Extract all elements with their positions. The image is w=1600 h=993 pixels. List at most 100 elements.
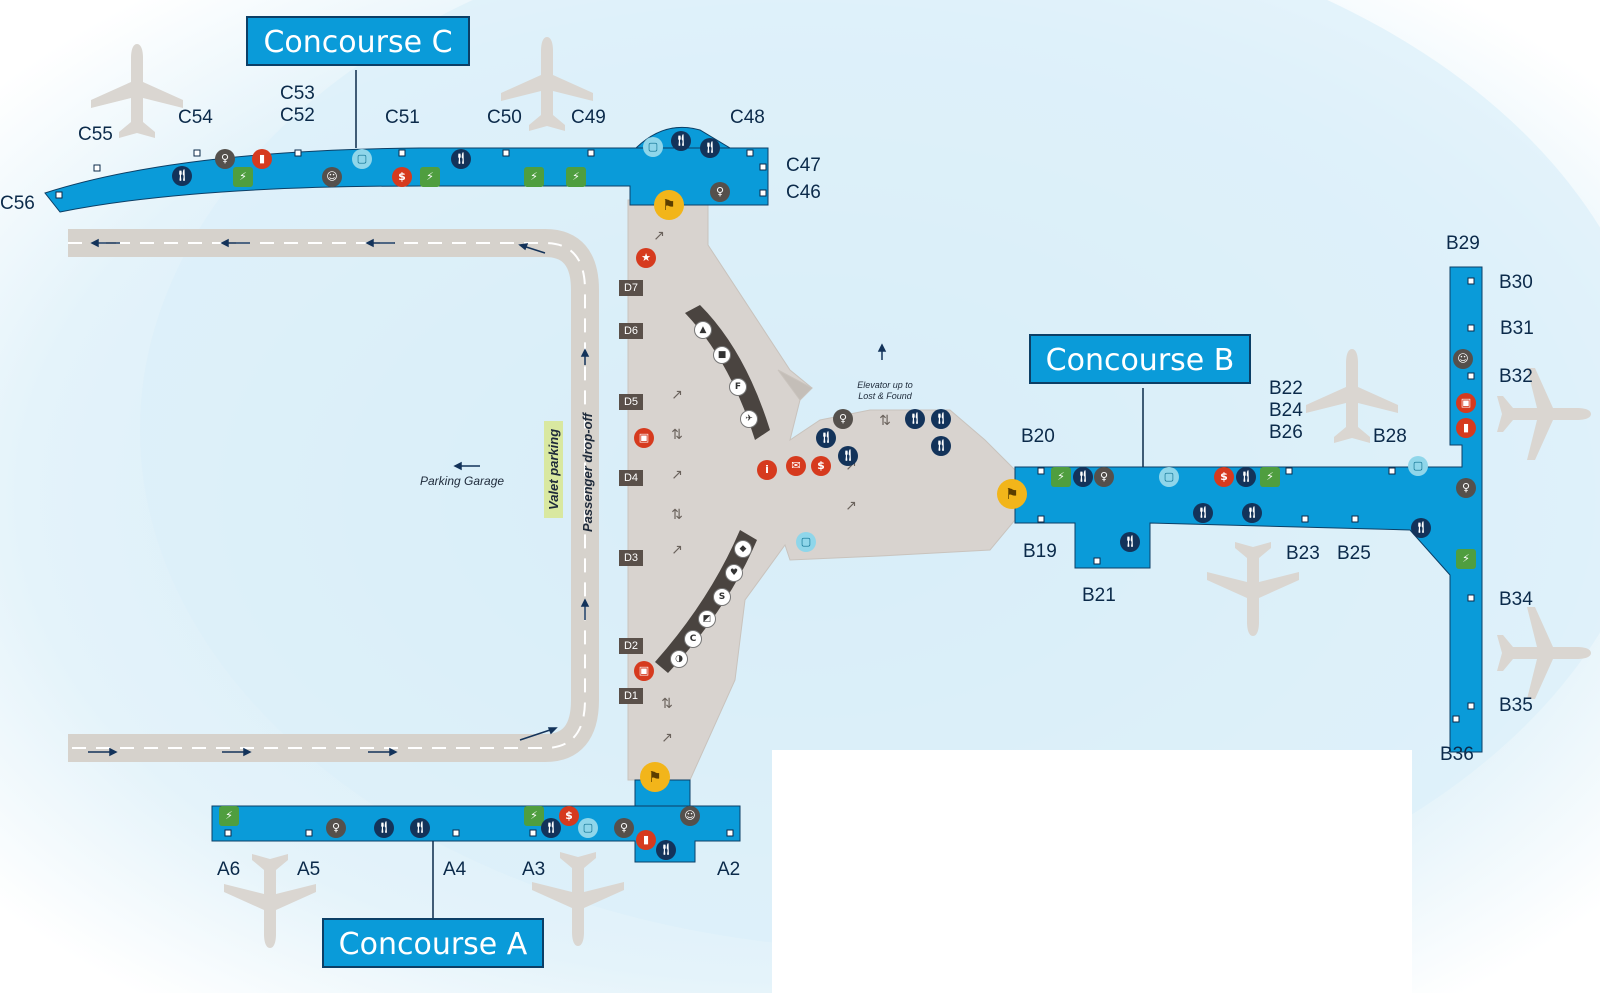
gate-a2-label[interactable]: A2: [717, 859, 741, 880]
gate-c49-label[interactable]: C49: [571, 107, 606, 128]
gate-b25-label[interactable]: B25: [1337, 543, 1371, 564]
escalator-icon: ↗: [653, 228, 665, 244]
dining-icon: 🍴︎: [671, 131, 691, 151]
charging-station-icon: ⚡: [524, 167, 544, 187]
dining-icon: 🍴︎: [374, 818, 394, 838]
door-d7-label: D7: [619, 280, 643, 296]
concourse-b-title[interactable]: Concourse B: [1029, 334, 1251, 384]
blank-area: [772, 750, 1412, 993]
gate-b26-label[interactable]: B26: [1269, 422, 1303, 443]
gate-c55-label[interactable]: C55: [78, 124, 113, 145]
gate-c53-c52-label[interactable]: C53 C52: [280, 83, 315, 127]
gate-b23-label[interactable]: B23: [1286, 543, 1320, 564]
restroom-icon: ♀: [833, 409, 853, 429]
retail-bag-icon: ▢: [578, 818, 598, 838]
charging-station-icon: ⚡: [420, 167, 440, 187]
gate-b21-label[interactable]: B21: [1082, 585, 1116, 606]
gate-c51-label[interactable]: C51: [385, 107, 420, 128]
door-d6-label: D6: [619, 323, 643, 339]
gate-c54-label[interactable]: C54: [178, 107, 213, 128]
ground-transport-icon: ▣: [1456, 393, 1476, 413]
mail-icon: ✉: [786, 456, 806, 476]
airline-logo-icon: ■: [713, 346, 731, 364]
gate-b36-label[interactable]: B36: [1440, 744, 1474, 765]
concourse-c-title[interactable]: Concourse C: [246, 16, 470, 66]
title-connectors: [355, 70, 1144, 918]
retail-bag-icon: ▢: [643, 137, 663, 157]
gate-c48-label[interactable]: C48: [730, 107, 765, 128]
gate-b31-label[interactable]: B31: [1500, 318, 1534, 339]
parking-garage-label: Parking Garage: [420, 474, 505, 488]
airline-counter-upper: [685, 305, 770, 440]
airline-logo-icon: F: [729, 378, 747, 396]
gate-b24-label[interactable]: B24: [1269, 400, 1303, 421]
elevator-lost-found-label: Elevator up to Lost & Found: [857, 380, 913, 401]
elevator-icon: ⇅: [661, 696, 673, 712]
gate-b22-label[interactable]: B22: [1269, 378, 1303, 399]
gate-b30-label[interactable]: B30: [1499, 272, 1533, 293]
gate-c52-label[interactable]: C52: [280, 105, 315, 126]
escalator-icon: ↗: [671, 387, 683, 403]
escalator-icon: ↗: [671, 542, 683, 558]
gate-b28-label[interactable]: B28: [1373, 426, 1407, 447]
gate-b35-label[interactable]: B35: [1499, 695, 1533, 716]
star-icon: ★: [636, 248, 656, 268]
dining-icon: 🍴︎: [451, 149, 471, 169]
retail-bag-icon: ▢: [796, 532, 816, 552]
gate-b34-label[interactable]: B34: [1499, 589, 1533, 610]
security-checkpoint-icon: ⚑: [997, 479, 1027, 509]
dining-icon: 🍴︎: [838, 446, 858, 466]
currency-exchange-icon: $: [1214, 467, 1234, 487]
door-d1-label: D1: [619, 688, 643, 704]
concourse-a-title[interactable]: Concourse A: [322, 918, 544, 968]
retail-bag-icon: ▢: [352, 149, 372, 169]
airline-logo-icon: S: [713, 588, 731, 606]
gate-c46-label[interactable]: C46: [786, 182, 821, 203]
gate-markers: [55, 149, 1475, 837]
gate-a3-label[interactable]: A3: [522, 859, 546, 880]
gate-c56-label[interactable]: C56: [0, 193, 35, 214]
road-arrows: [88, 238, 887, 757]
charging-station-icon: ⚡: [566, 167, 586, 187]
information-icon[interactable]: i: [757, 460, 777, 480]
charging-station-icon: ⚡: [1456, 549, 1476, 569]
escalator-icon: ↗: [845, 498, 857, 514]
airline-logo-icon: ◑: [670, 650, 688, 668]
gate-c47-label[interactable]: C47: [786, 155, 821, 176]
charging-station-icon: ⚡: [1051, 467, 1071, 487]
security-checkpoint-icon: ⚑: [654, 190, 684, 220]
restroom-icon: ♀: [326, 818, 346, 838]
retail-bag-icon: ▢: [1159, 467, 1179, 487]
door-d3-label: D3: [619, 550, 643, 566]
airline-logo-icon: ◆: [734, 540, 752, 558]
door-d5-label: D5: [619, 394, 643, 410]
family-restroom-icon: ☺: [1453, 349, 1473, 369]
gate-b32-label[interactable]: B32: [1499, 366, 1533, 387]
gate-b22-b24-b26-label[interactable]: B22 B24 B26: [1269, 378, 1303, 444]
dining-icon: 🍴︎: [410, 818, 430, 838]
gate-b19-label[interactable]: B19: [1023, 541, 1057, 562]
gate-a4-label[interactable]: A4: [443, 859, 467, 880]
restroom-icon: ♀: [1094, 467, 1114, 487]
gate-b20-label[interactable]: B20: [1021, 426, 1055, 447]
gate-a6-label[interactable]: A6: [217, 859, 241, 880]
gate-c53-label[interactable]: C53: [280, 83, 315, 104]
restroom-icon: ♀: [710, 182, 730, 202]
elevator-icon: ⇅: [671, 507, 683, 523]
dining-icon: 🍴︎: [931, 436, 951, 456]
charging-station-icon: ⚡: [233, 167, 253, 187]
gate-b29-label[interactable]: B29: [1446, 233, 1480, 254]
gate-a5-label[interactable]: A5: [297, 859, 321, 880]
charging-station-icon: ⚡: [1260, 467, 1280, 487]
airline-logo-icon: ▲: [694, 321, 712, 339]
dining-icon: 🍴︎: [1193, 503, 1213, 523]
dining-icon: 🍴︎: [172, 166, 192, 186]
dining-icon: 🍴︎: [656, 840, 676, 860]
restroom-icon: ♀: [1456, 478, 1476, 498]
fire-extinguisher-icon: ▮: [1456, 418, 1476, 438]
charging-station-icon: ⚡: [524, 806, 544, 826]
airline-logo-icon: ✈: [740, 410, 758, 428]
dining-icon: 🍴︎: [1073, 467, 1093, 487]
elevator-icon: ⇅: [671, 427, 683, 443]
gate-c50-label[interactable]: C50: [487, 107, 522, 128]
